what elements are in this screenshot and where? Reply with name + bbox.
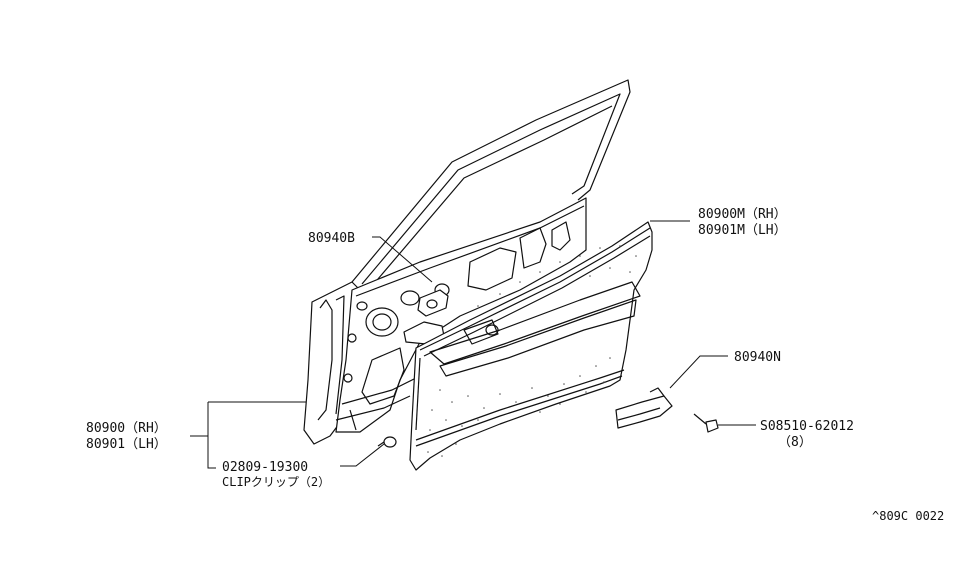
- diagram-code-label: ^809C 0022: [872, 509, 944, 523]
- clip-name-label: CLIPクリップ（2）: [222, 475, 330, 489]
- callout-clip: 02809-19300 CLIPクリップ（2）: [222, 460, 330, 489]
- screw-label: S08510-62012: [760, 419, 854, 434]
- armrest-part: [615, 387, 673, 429]
- door-shell: [303, 79, 631, 445]
- screw-qty-label: （8）: [778, 435, 812, 450]
- door-rh-label: 80900（RH）: [86, 421, 167, 436]
- callout-door: 80900（RH） 80901（LH）: [86, 421, 167, 452]
- screw-part: [693, 413, 719, 433]
- armrest-label: 80940N: [734, 350, 781, 365]
- inner-panel-lh-label: 80901M（LH）: [698, 223, 787, 238]
- callout-inner-panel: 80900M（RH） 80901M（LH）: [698, 207, 787, 238]
- trim-panel: [409, 221, 653, 471]
- inner-panel-rh-label: 80900M（RH）: [698, 207, 787, 222]
- bracket-label: 80940B: [308, 231, 355, 246]
- clip-part: [377, 436, 397, 448]
- leader-lines: [190, 220, 756, 469]
- door-lh-label: 80901（LH）: [86, 437, 167, 452]
- callout-screw: S08510-62012 （8）: [760, 419, 854, 450]
- panel-texture: [427, 245, 637, 457]
- clip-part-label: 02809-19300: [222, 460, 308, 475]
